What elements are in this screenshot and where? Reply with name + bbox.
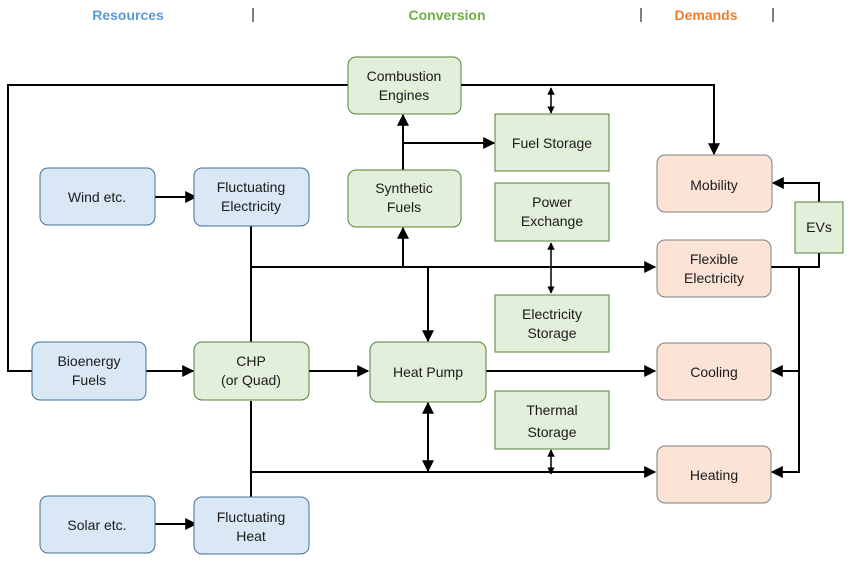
fuel-storage-node: Fuel Storage <box>494 113 610 172</box>
evs-label: EVs <box>806 219 832 235</box>
synthetic-label-1: Synthetic <box>375 180 433 196</box>
flex-elec-label-2: Electricity <box>684 270 744 286</box>
chp-label-1: CHP <box>236 353 266 369</box>
combustion-label-2: Engines <box>379 87 430 103</box>
combustion-label-1: Combustion <box>367 68 442 84</box>
connections <box>7 84 820 530</box>
resource-nodes: Wind etc. Bioenergy Fuels Solar etc. Flu… <box>31 167 310 555</box>
elec-storage-node: Electricity Storage <box>494 294 610 353</box>
power-exchange-node: Power Exchange <box>494 182 610 242</box>
wind-node: Wind etc. <box>39 167 156 226</box>
elec-storage-label-1: Electricity <box>522 306 582 322</box>
solar-node: Solar etc. <box>39 495 156 554</box>
mobility-label: Mobility <box>690 177 737 193</box>
thermal-storage-label-2: Storage <box>527 424 576 440</box>
evs-to-mobility-arrow <box>771 177 820 202</box>
flex-elec-label-1: Flexible <box>690 251 738 267</box>
cooling-label: Cooling <box>690 364 737 380</box>
fuel-storage-label: Fuel Storage <box>512 135 592 151</box>
mobility-node: Mobility <box>656 154 773 213</box>
demands-header: Demands <box>674 7 737 23</box>
conversion-header: Conversion <box>408 7 485 23</box>
solar-label: Solar etc. <box>67 517 126 533</box>
heat-pump-label: Heat Pump <box>393 364 463 380</box>
power-exchange-label-2: Exchange <box>521 213 583 229</box>
thermal-storage-node: Thermal Storage <box>494 390 610 450</box>
column-headers: Resources Conversion Demands <box>92 7 774 23</box>
conversion-nodes: Combustion Engines Synthetic Fuels CHP (… <box>193 56 844 450</box>
fluct-heat-node: Fluctuating Heat <box>193 496 310 555</box>
power-exchange-label-1: Power <box>532 194 572 210</box>
chp-label-2: (or Quad) <box>221 372 281 388</box>
synthetic-node: Synthetic Fuels <box>347 169 462 228</box>
synthetic-label-2: Fuels <box>387 199 421 215</box>
thermal-storage-label-1: Thermal <box>526 402 577 418</box>
evs-to-flex-elec-line <box>799 253 820 268</box>
evs-node: EVs <box>794 201 844 254</box>
flex-elec-node: Flexible Electricity <box>656 239 772 298</box>
flex-elec-right-bus <box>770 266 800 478</box>
chp-node: CHP (or Quad) <box>193 341 310 401</box>
fluct-elec-label-2: Electricity <box>221 198 281 214</box>
resources-header: Resources <box>92 7 164 23</box>
elec-storage-label-2: Storage <box>527 325 576 341</box>
fluct-elec-node: Fluctuating Electricity <box>193 167 310 227</box>
heating-label: Heating <box>690 467 738 483</box>
heating-node: Heating <box>656 445 772 504</box>
wind-label: Wind etc. <box>68 189 126 205</box>
demand-nodes: Mobility Flexible Electricity Cooling He… <box>656 154 773 504</box>
fluct-heat-label-1: Fluctuating <box>217 509 285 525</box>
heat-pump-node: Heat Pump <box>369 341 487 403</box>
bioenergy-to-combustion-line <box>7 84 348 372</box>
bioenergy-label-1: Bioenergy <box>57 353 120 369</box>
combustion-node: Combustion Engines <box>347 56 462 115</box>
fluct-heat-label-2: Heat <box>236 528 266 544</box>
combustion-to-mobility-arrow <box>461 84 720 156</box>
bioenergy-label-2: Fuels <box>72 372 106 388</box>
fluct-elec-label-1: Fluctuating <box>217 179 285 195</box>
cooling-node: Cooling <box>656 342 772 401</box>
bioenergy-node: Bioenergy Fuels <box>31 341 147 401</box>
